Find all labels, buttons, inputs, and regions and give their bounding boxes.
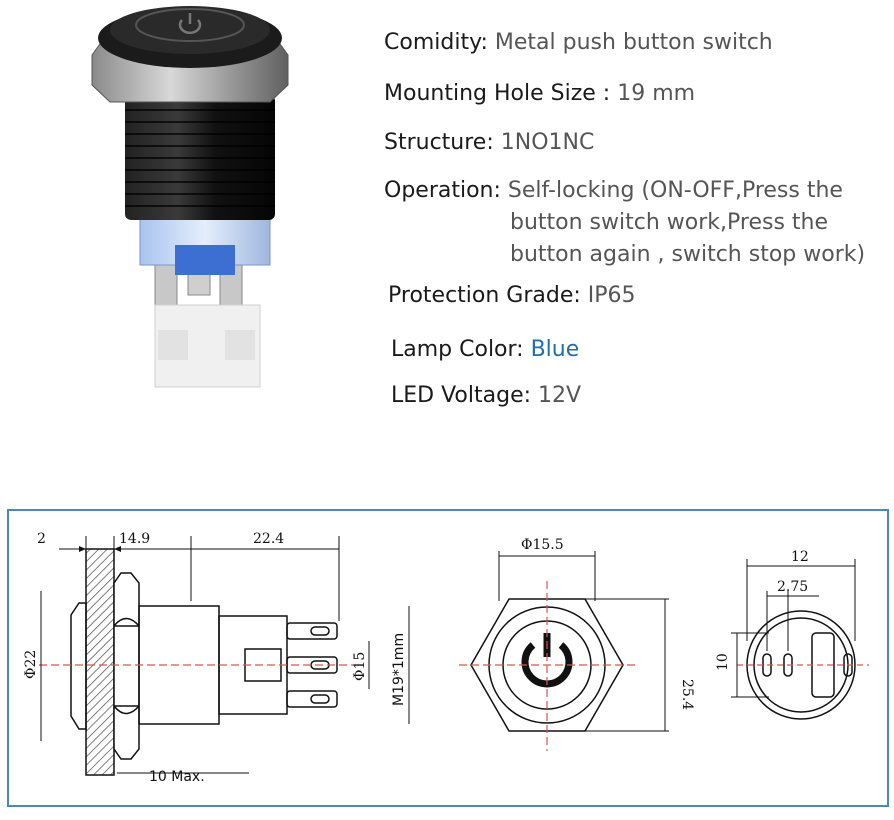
dim-max: 10 Max. — [149, 769, 205, 785]
spec-mounting-label2: Hole Size : — [493, 81, 611, 106]
spec-led-label: LED Voltage: — [391, 383, 532, 408]
dim-front-dia: Φ15.5 — [521, 537, 564, 553]
dim-back-pin: 2.75 — [777, 579, 808, 595]
spec-comidity-label: Comidity: — [384, 30, 488, 55]
spec-structure: Structure: 1NO1NC — [384, 130, 594, 155]
technical-drawing-frame: 2 14.9 22.4 Φ22 Φ15 M19*1mm 10 Max. Φ15.… — [7, 509, 889, 807]
spec-operation-line1: Self-locking (ON-OFF,Press the — [507, 178, 843, 203]
spec-lamp-value: Blue — [530, 337, 580, 362]
dim-panel: 2 — [37, 531, 46, 547]
dim-body: 22.4 — [253, 531, 284, 547]
product-photo — [91, 6, 289, 388]
spec-led-value: 12V — [538, 383, 582, 408]
spec-operation-line2: button switch work,Press the — [510, 210, 829, 235]
spec-structure-value: 1NO1NC — [500, 130, 595, 155]
dim-bezel: 14.9 — [119, 531, 150, 547]
spec-mounting-value: 19 mm — [617, 81, 696, 106]
spec-protection: Protection Grade: IP65 — [388, 283, 636, 308]
spec-mounting: Mounting Hole Size : 19 mm — [384, 81, 695, 106]
spec-mounting-label: Mounting — [384, 81, 487, 106]
dim-back-height: 10 — [715, 653, 731, 671]
spec-led: LED Voltage: 12V — [391, 383, 581, 408]
spec-comidity: Comidity: Metal push button switch — [384, 30, 773, 55]
spec-lamp: Lamp Color: Blue — [391, 337, 579, 362]
spec-structure-label: Structure: — [384, 130, 494, 155]
technical-drawing: 2 14.9 22.4 Φ22 Φ15 M19*1mm 10 Max. Φ15.… — [23, 531, 869, 785]
spec-protection-value: IP65 — [587, 283, 636, 308]
dim-dia15: Φ15 — [352, 652, 368, 681]
spec-operation-line3: button again , switch stop work) — [510, 242, 866, 267]
dim-dia22: Φ22 — [23, 650, 39, 679]
side-view — [70, 548, 338, 776]
spec-operation-label: Operation: — [384, 178, 501, 203]
spec-comidity-value: Metal push button switch — [494, 30, 773, 55]
spec-operation: Operation: Self-locking (ON-OFF,Press th… — [384, 178, 889, 273]
dim-back-width: 12 — [791, 549, 809, 565]
spec-protection-label: Protection Grade: — [388, 283, 581, 308]
dim-thread: M19*1mm — [391, 633, 407, 706]
spec-lamp-label: Lamp Color: — [391, 337, 524, 362]
dim-front-height: 25.4 — [679, 679, 695, 710]
